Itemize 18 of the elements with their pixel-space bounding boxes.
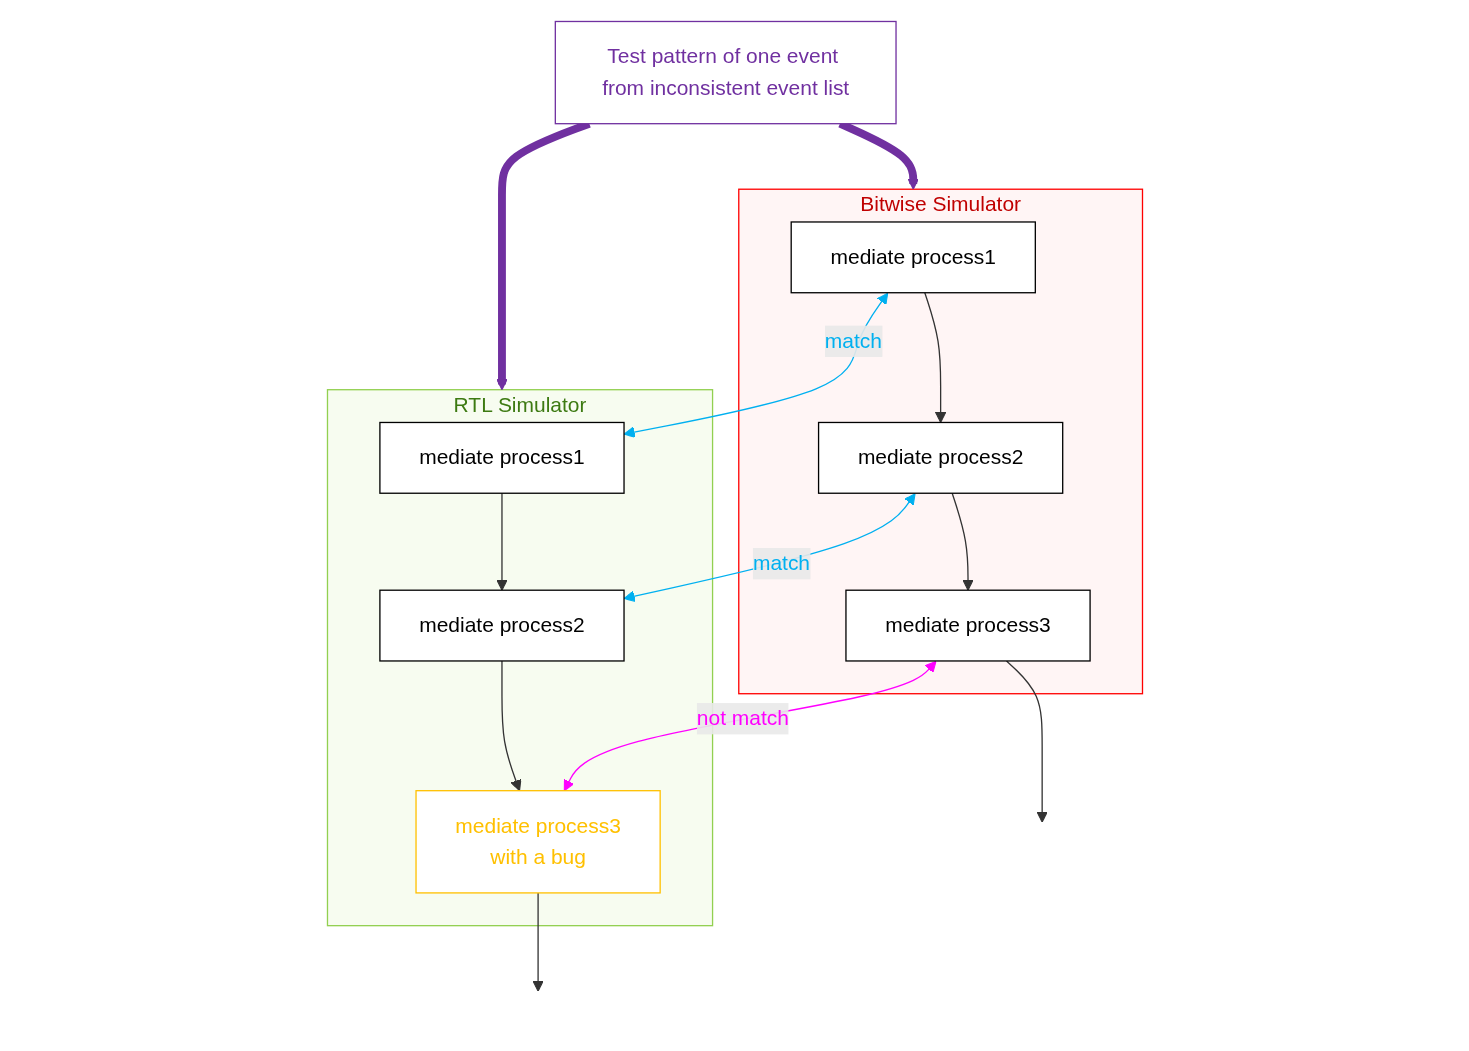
- arrow: [500, 659, 521, 791]
- node-box: mediate process2: [378, 589, 625, 662]
- edge-label: match: [752, 551, 810, 574]
- arrow: [1005, 659, 1048, 823]
- arrow: [623, 292, 888, 438]
- node-box: mediate process3 with a bug: [414, 789, 661, 894]
- arrow: [531, 891, 544, 992]
- arrow: [923, 291, 946, 423]
- node-box: Test pattern of one event from inconsistent event list: [554, 20, 897, 124]
- arrow: [563, 660, 936, 791]
- node-box: mediate process1: [790, 220, 1036, 293]
- node-box: mediate process2: [817, 421, 1063, 494]
- edge-label: match: [824, 328, 882, 352]
- arrow: [495, 492, 508, 591]
- node-box: mediate process1: [378, 421, 625, 494]
- arrow: [623, 492, 916, 602]
- arrow: [951, 492, 974, 591]
- node-box: mediate process3: [844, 589, 1091, 662]
